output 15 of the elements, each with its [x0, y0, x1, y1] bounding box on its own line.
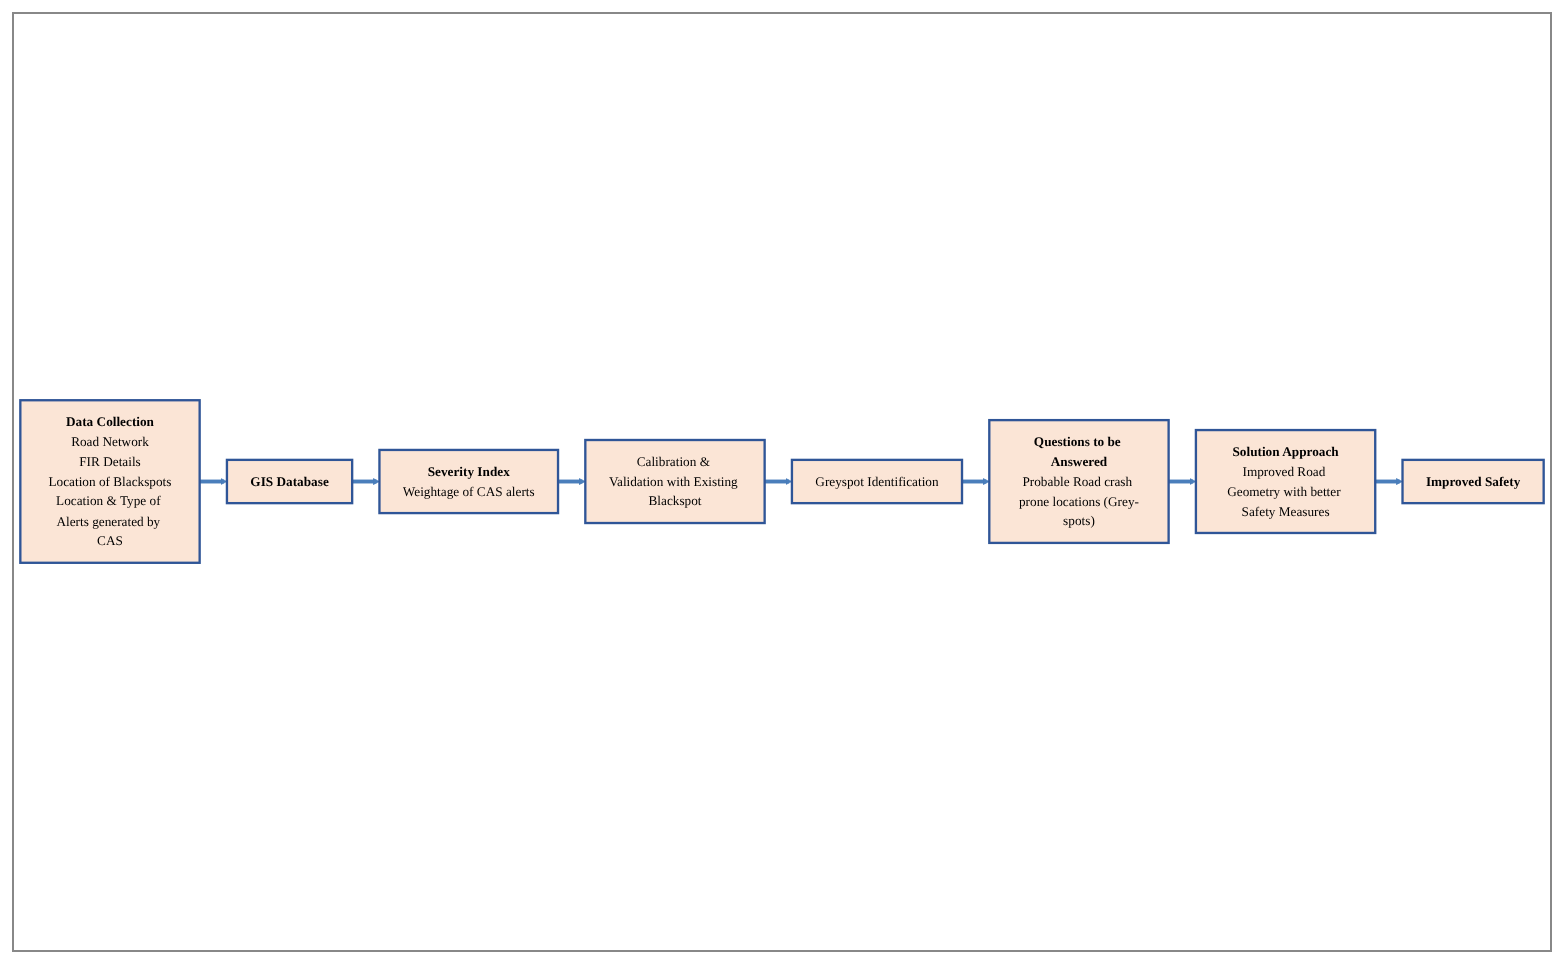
node-box: [19, 399, 201, 565]
node-box: [378, 449, 560, 515]
node-box: [584, 439, 766, 525]
node-box: [790, 459, 964, 505]
node-box: [225, 459, 354, 505]
node-box: [988, 419, 1170, 545]
arrow: [764, 478, 793, 486]
arrow: [199, 478, 228, 486]
arrow: [558, 478, 586, 486]
node-box: [1401, 459, 1545, 505]
node-box: [1194, 429, 1377, 535]
arrow: [1168, 478, 1197, 486]
arrow: [1375, 478, 1403, 486]
arrow: [962, 478, 990, 486]
arrow: [352, 478, 380, 486]
